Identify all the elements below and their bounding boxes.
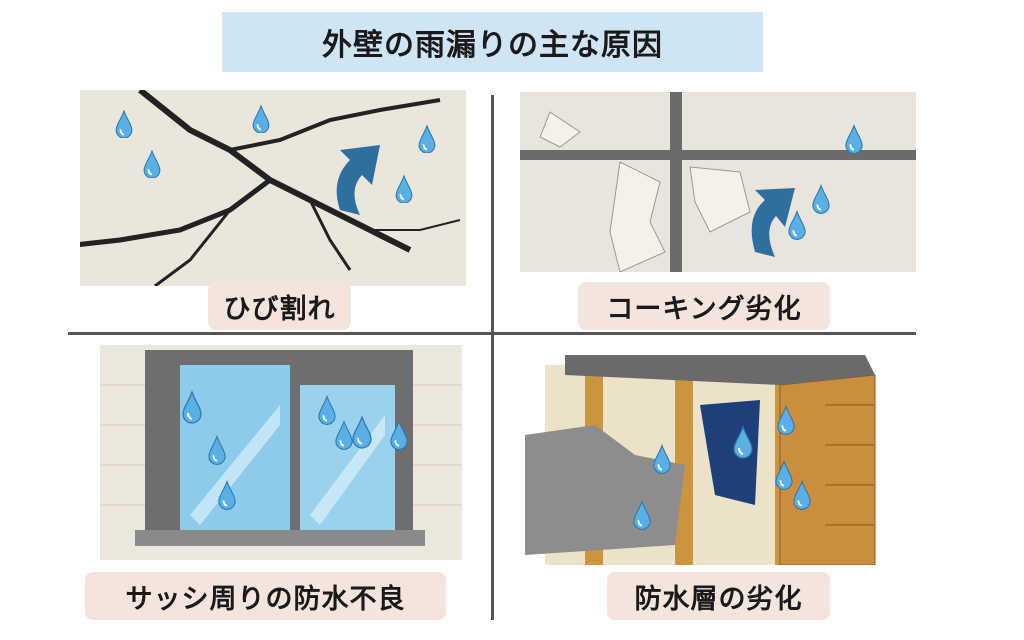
arrow-icon [751,188,795,257]
cause-label-sash: サッシ周りの防水不良 [85,572,446,620]
window-sash-illustration [100,345,462,560]
crack-illustration [80,90,466,286]
cause-label-waterproof-layer: 防水層の劣化 [607,572,830,620]
waterproof-layer-illustration [525,345,881,565]
arrow-icon [336,145,380,215]
horizontal-divider [68,332,916,335]
cause-label-caulking: コーキング劣化 [578,282,830,330]
page-title: 外壁の雨漏りの主な原因 [222,12,763,72]
cause-label-crack: ひび割れ [208,282,351,330]
caulking-illustration [520,92,916,272]
vertical-divider [491,95,494,620]
